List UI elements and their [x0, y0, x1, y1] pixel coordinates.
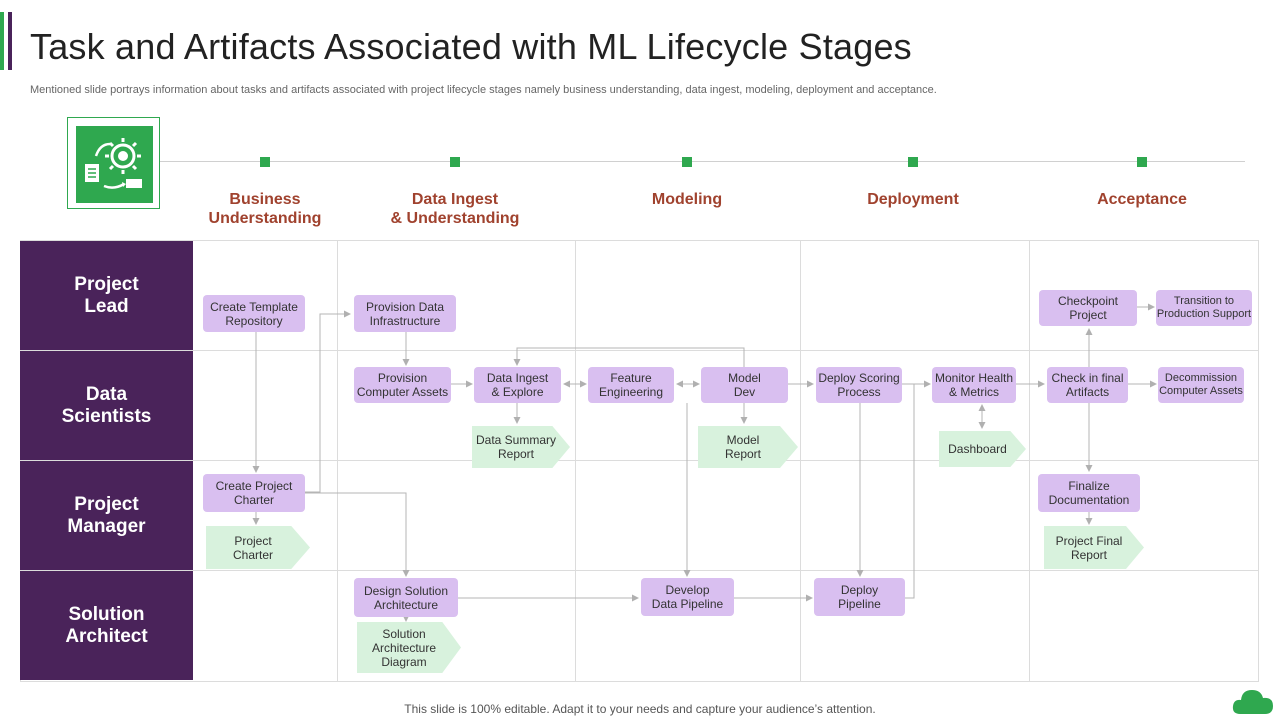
- task-finalize-documentation: Finalize Documentation: [1038, 474, 1140, 512]
- task-data-ingest-explore: Data Ingest & Explore: [474, 367, 561, 403]
- ml-lifecycle-icon: [67, 117, 160, 209]
- task-checkpoint-project: Checkpoint Project: [1039, 290, 1137, 326]
- artifact-dashboard: Dashboard: [939, 431, 1026, 467]
- task-deploy-pipeline: Deploy Pipeline: [814, 578, 905, 616]
- stage-marker: [260, 157, 270, 167]
- accent-bar-purple: [8, 12, 12, 70]
- task-develop-data-pipeline: Develop Data Pipeline: [641, 578, 734, 616]
- task-create-template-repository: Create Template Repository: [203, 295, 305, 332]
- task-create-project-charter: Create Project Charter: [203, 474, 305, 512]
- role-project-manager: Project Manager: [20, 461, 193, 570]
- task-design-solution-architecture: Design Solution Architecture: [354, 578, 458, 617]
- role-project-lead: Project Lead: [20, 241, 193, 350]
- task-deploy-scoring-process: Deploy Scoring Process: [816, 367, 902, 403]
- artifact-data-summary-report: Data Summary Report: [472, 426, 570, 468]
- stage-data-ingest: Data Ingest & Understanding: [390, 191, 520, 227]
- task-provision-computer-assets: Provision Computer Assets: [354, 367, 451, 403]
- task-check-in-final-artifacts: Check in final Artifacts: [1047, 367, 1128, 403]
- stage-business-understanding: Business Understanding: [208, 191, 322, 227]
- task-feature-engineering: Feature Engineering: [588, 367, 674, 403]
- task-monitor-health-metrics: Monitor Health & Metrics: [932, 367, 1016, 403]
- stage-marker: [1137, 157, 1147, 167]
- task-decommission-computer-assets: Decommission Computer Assets: [1158, 367, 1244, 403]
- page-title: Task and Artifacts Associated with ML Li…: [30, 26, 912, 67]
- page-subtitle: Mentioned slide portrays information abo…: [30, 84, 937, 96]
- role-data-scientists: Data Scientists: [20, 351, 193, 460]
- cloud-icon: [1230, 684, 1276, 723]
- stage-modeling: Modeling: [651, 191, 723, 208]
- artifact-model-report: Model Report: [698, 426, 798, 468]
- role-solution-architect: Solution Architect: [20, 571, 193, 680]
- task-model-dev: Model Dev: [701, 367, 788, 403]
- stage-deployment: Deployment: [867, 191, 959, 208]
- artifact-project-final-report: Project Final Report: [1044, 526, 1144, 569]
- artifact-solution-architecture-diagram: Solution Architecture Diagram: [357, 622, 461, 673]
- stage-marker: [682, 157, 692, 167]
- footer-note: This slide is 100% editable. Adapt it to…: [404, 702, 876, 716]
- stage-acceptance: Acceptance: [1097, 191, 1187, 208]
- accent-bar-green: [0, 12, 4, 70]
- stage-marker: [450, 157, 460, 167]
- task-transition-to-production-support: Transition to Production Support: [1156, 290, 1252, 326]
- task-provision-data-infrastructure: Provision Data Infrastructure: [354, 295, 456, 332]
- timeline-line: [160, 161, 1245, 162]
- artifact-project-charter: Project Charter: [206, 526, 310, 569]
- stage-marker: [908, 157, 918, 167]
